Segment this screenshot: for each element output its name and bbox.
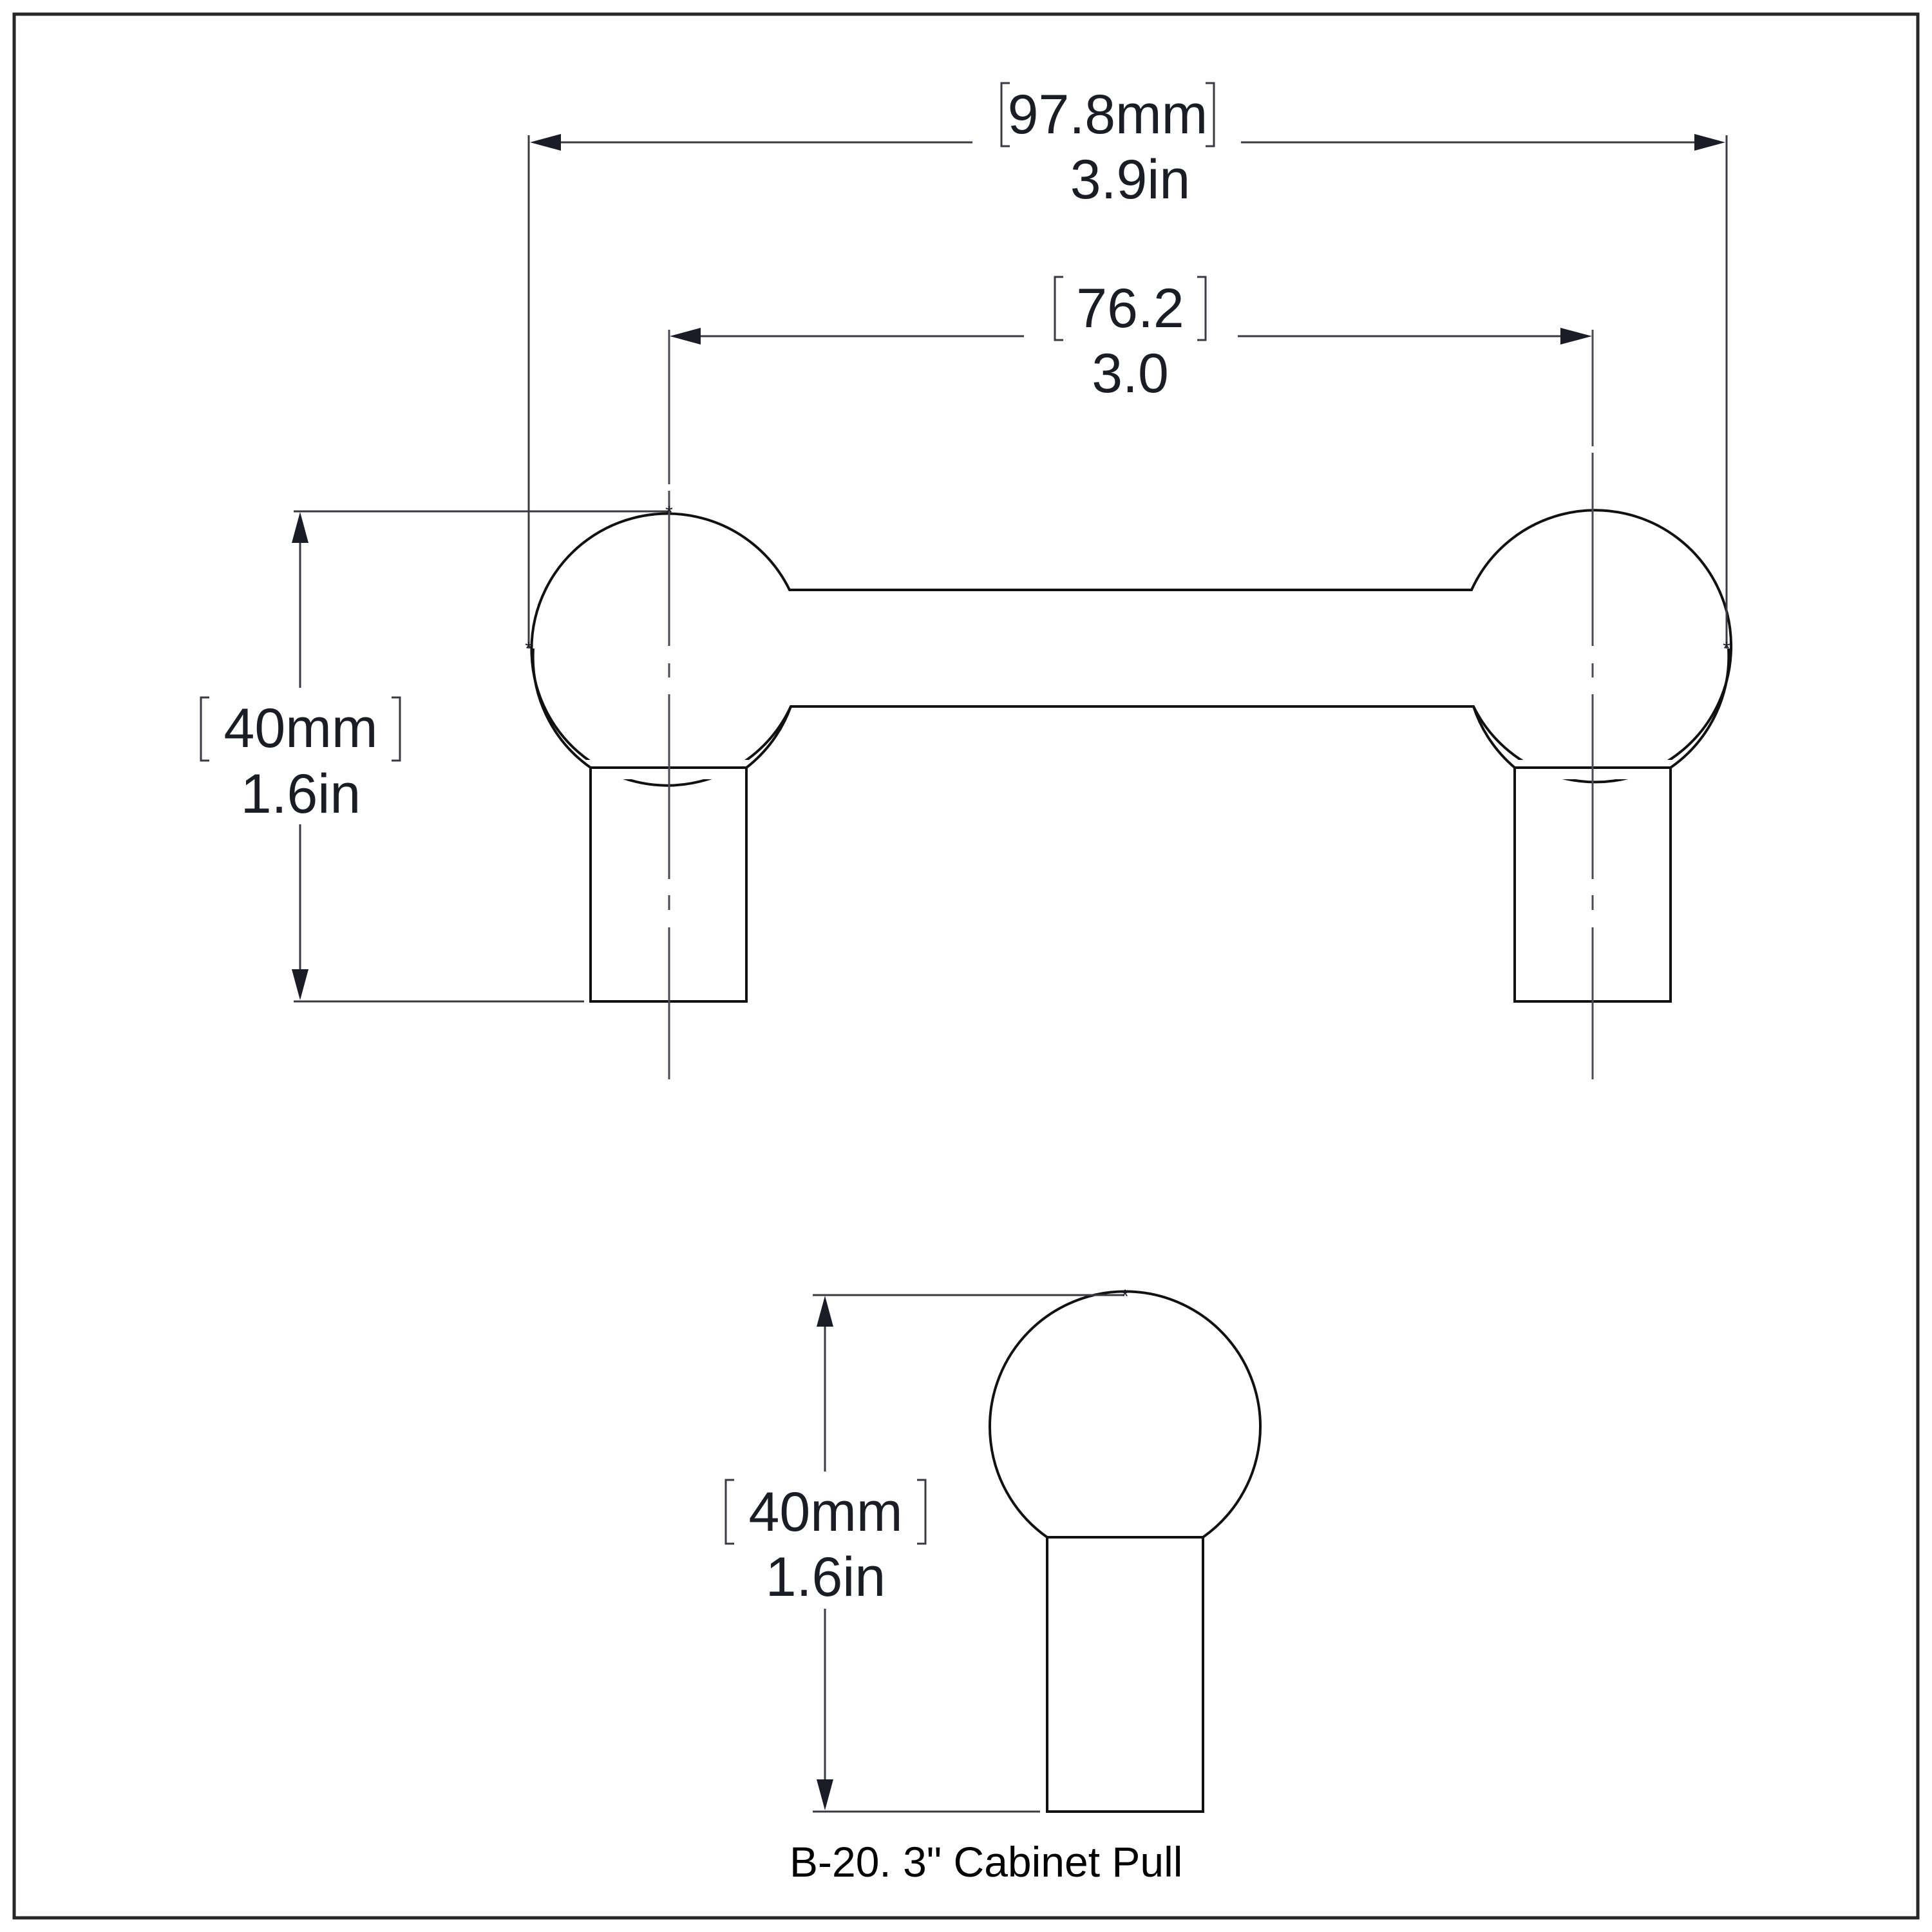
arrow-up-icon <box>292 512 308 543</box>
overall-length-dimension: 97.8mm 3.9in <box>530 82 1725 211</box>
arrow-right-icon <box>1694 134 1725 151</box>
drawing-title: B-20. 3" Cabinet Pull <box>790 1838 1182 1886</box>
overall-length-metric: 97.8mm <box>1008 84 1208 146</box>
left-ball-lower-left-arc <box>531 648 592 769</box>
front-height-imperial: 1.6in <box>241 763 361 825</box>
drawing-frame <box>12 12 1920 1920</box>
bracket-left <box>200 696 209 762</box>
bracket-right <box>392 696 401 762</box>
overall-length-imperial: 3.9in <box>1070 149 1191 211</box>
side-height-metric: 40mm <box>749 1481 903 1543</box>
front-height-metric: 40mm <box>224 697 378 759</box>
front-height-dimension: * 40mm 1.6in <box>200 502 673 1003</box>
bracket-left <box>1000 82 1010 147</box>
mask <box>1507 760 1681 779</box>
arrow-up-icon <box>817 1296 833 1327</box>
center-to-center-dimension: 76.2 3.0 <box>670 276 1592 404</box>
side-ball-outline <box>989 1290 1262 1539</box>
side-view: * 40mm 1.6in <box>724 1286 1262 1813</box>
bracket-right <box>1206 82 1215 147</box>
tangent-point-marker: * <box>525 638 533 659</box>
bracket-right <box>917 1479 927 1545</box>
left-ball-lower-right-arc <box>745 706 792 769</box>
side-height-dimension: * 40mm 1.6in <box>724 1286 1129 1813</box>
bracket-left <box>1054 276 1063 341</box>
front-view: * * 97.8mm 3.9in 76.2 3.0 <box>200 82 1733 1079</box>
pull-body-outline <box>530 509 1733 787</box>
right-ball-lower-right-arc <box>1669 648 1730 769</box>
right-ball-lower-left-arc <box>1472 706 1516 769</box>
arrow-down-icon <box>292 969 308 1000</box>
arrow-down-icon <box>817 1779 833 1810</box>
center-to-center-metric: 76.2 <box>1076 278 1184 339</box>
bracket-right <box>1197 276 1207 341</box>
side-post <box>1046 1536 1204 1813</box>
tangent-point-marker: * <box>665 502 673 524</box>
arrow-right-icon <box>1560 328 1592 345</box>
tangent-point-marker: * <box>1723 638 1730 659</box>
tangent-point-marker: * <box>1121 1286 1129 1307</box>
arrow-left-icon <box>670 328 701 345</box>
center-to-center-imperial: 3.0 <box>1092 343 1169 404</box>
side-height-imperial: 1.6in <box>766 1546 886 1608</box>
arrow-left-icon <box>530 134 561 151</box>
bracket-left <box>724 1479 734 1545</box>
